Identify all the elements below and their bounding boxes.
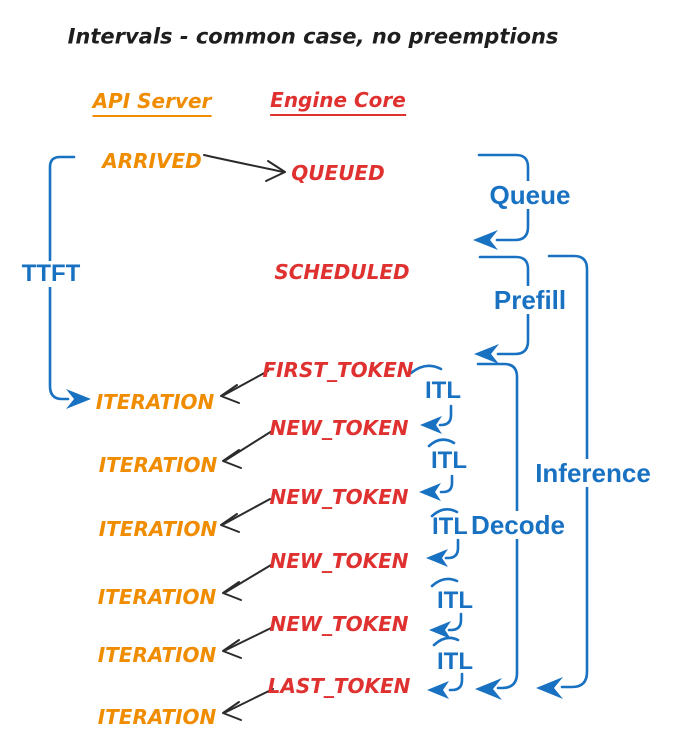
event-queued: QUEUED bbox=[291, 161, 385, 185]
event-new-token-1: NEW_TOKEN bbox=[269, 416, 409, 440]
itl-arrowhead-2-icon bbox=[419, 483, 441, 501]
arrow-head-icon bbox=[222, 639, 242, 659]
column-header-engine-core: Engine Core bbox=[270, 88, 406, 116]
new-token-3-to-iteration-arrow bbox=[222, 564, 272, 601]
itl-tick-2 bbox=[427, 438, 456, 448]
itl-connector-3 bbox=[426, 507, 460, 567]
itl-arrowhead-4-icon bbox=[429, 621, 451, 639]
arrow-head-icon bbox=[220, 384, 240, 404]
itl-tick-1 bbox=[409, 364, 443, 375]
interval-label-inference: Inference bbox=[531, 459, 655, 487]
event-new-token-2: NEW_TOKEN bbox=[269, 485, 409, 509]
arrow-head-icon bbox=[222, 449, 242, 469]
inference-arrowhead-icon bbox=[536, 677, 563, 699]
arrow-shaft bbox=[225, 564, 272, 593]
itl-arrowhead-1-icon bbox=[420, 416, 442, 434]
engine-core-header-text: Engine Core bbox=[270, 88, 406, 116]
interval-label-itl-4: ITL bbox=[437, 587, 473, 614]
new-token-1-to-iteration-arrow bbox=[222, 430, 273, 469]
arrow-head-icon bbox=[222, 581, 242, 601]
itl-connector-5 bbox=[427, 636, 464, 699]
diagram-title: Intervals - common case, no preemptions bbox=[67, 24, 559, 49]
itl-tick-3 bbox=[430, 507, 459, 518]
interval-label-itl-1: ITL bbox=[425, 377, 461, 404]
itl-hook-3 bbox=[444, 538, 460, 560]
itl-tick-5 bbox=[432, 636, 460, 647]
itl-hook-2 bbox=[439, 474, 454, 494]
api-server-header-text: API Server bbox=[92, 89, 212, 117]
decode-arrowhead-icon bbox=[475, 678, 502, 700]
event-arrived: ARRIVED bbox=[102, 149, 202, 173]
event-first-token: FIRST_TOKEN bbox=[262, 358, 414, 382]
interval-label-ttft: TTFT bbox=[17, 261, 85, 287]
event-iteration-4: ITERATION bbox=[97, 585, 217, 609]
event-iteration-3: ITERATION bbox=[98, 517, 218, 541]
arrow-head-icon bbox=[222, 701, 242, 721]
ttft-arrowhead-icon bbox=[66, 389, 91, 409]
prefill-arrowhead-icon bbox=[474, 344, 499, 364]
itl-connector-4 bbox=[429, 577, 463, 639]
first-token-to-iteration-arrow bbox=[220, 370, 269, 404]
arrow-shaft bbox=[223, 498, 271, 525]
event-iteration-2: ITERATION bbox=[98, 453, 218, 477]
interval-label-queue: Queue bbox=[485, 181, 575, 209]
new-token-2-to-iteration-arrow bbox=[220, 498, 271, 533]
event-last-token: LAST_TOKEN bbox=[267, 674, 411, 698]
last-token-to-iteration-arrow bbox=[222, 688, 274, 721]
itl-hook-1 bbox=[438, 404, 453, 427]
column-header-api-server: API Server bbox=[92, 89, 212, 117]
itl-connector-1 bbox=[409, 364, 453, 434]
interval-label-itl-2: ITL bbox=[431, 447, 467, 474]
arrow-shaft bbox=[225, 627, 272, 651]
event-iteration-1: ITERATION bbox=[95, 390, 215, 414]
event-new-token-4: NEW_TOKEN bbox=[269, 612, 409, 636]
arrow-shaft bbox=[225, 688, 274, 713]
arrow-shaft bbox=[223, 370, 269, 396]
event-iteration-6: ITERATION bbox=[97, 705, 217, 729]
arrived-to-queued-arrow bbox=[203, 154, 286, 182]
interval-label-itl-5: ITL bbox=[437, 648, 473, 675]
itl-arrowhead-3-icon bbox=[426, 549, 448, 567]
itl-hook-4 bbox=[447, 612, 463, 632]
itl-hook-5 bbox=[448, 672, 464, 692]
interval-label-decode: Decode bbox=[467, 511, 569, 539]
arrow-head-icon bbox=[220, 513, 240, 533]
arrow-shaft bbox=[225, 430, 273, 461]
queue-arrowhead-icon bbox=[473, 230, 498, 250]
arrived-to-queued-arrowhead-icon bbox=[265, 160, 286, 182]
interval-label-prefill: Prefill bbox=[489, 286, 571, 314]
event-scheduled: SCHEDULED bbox=[274, 260, 410, 284]
event-iteration-5: ITERATION bbox=[97, 643, 217, 667]
itl-tick-4 bbox=[430, 577, 459, 588]
interval-label-itl-3: ITL bbox=[432, 513, 468, 540]
new-token-4-to-iteration-arrow bbox=[222, 627, 272, 659]
arrived-to-queued-shaft bbox=[203, 154, 284, 173]
event-new-token-3: NEW_TOKEN bbox=[269, 549, 409, 573]
itl-connector-2 bbox=[419, 438, 456, 501]
itl-arrowhead-5-icon bbox=[427, 681, 449, 699]
